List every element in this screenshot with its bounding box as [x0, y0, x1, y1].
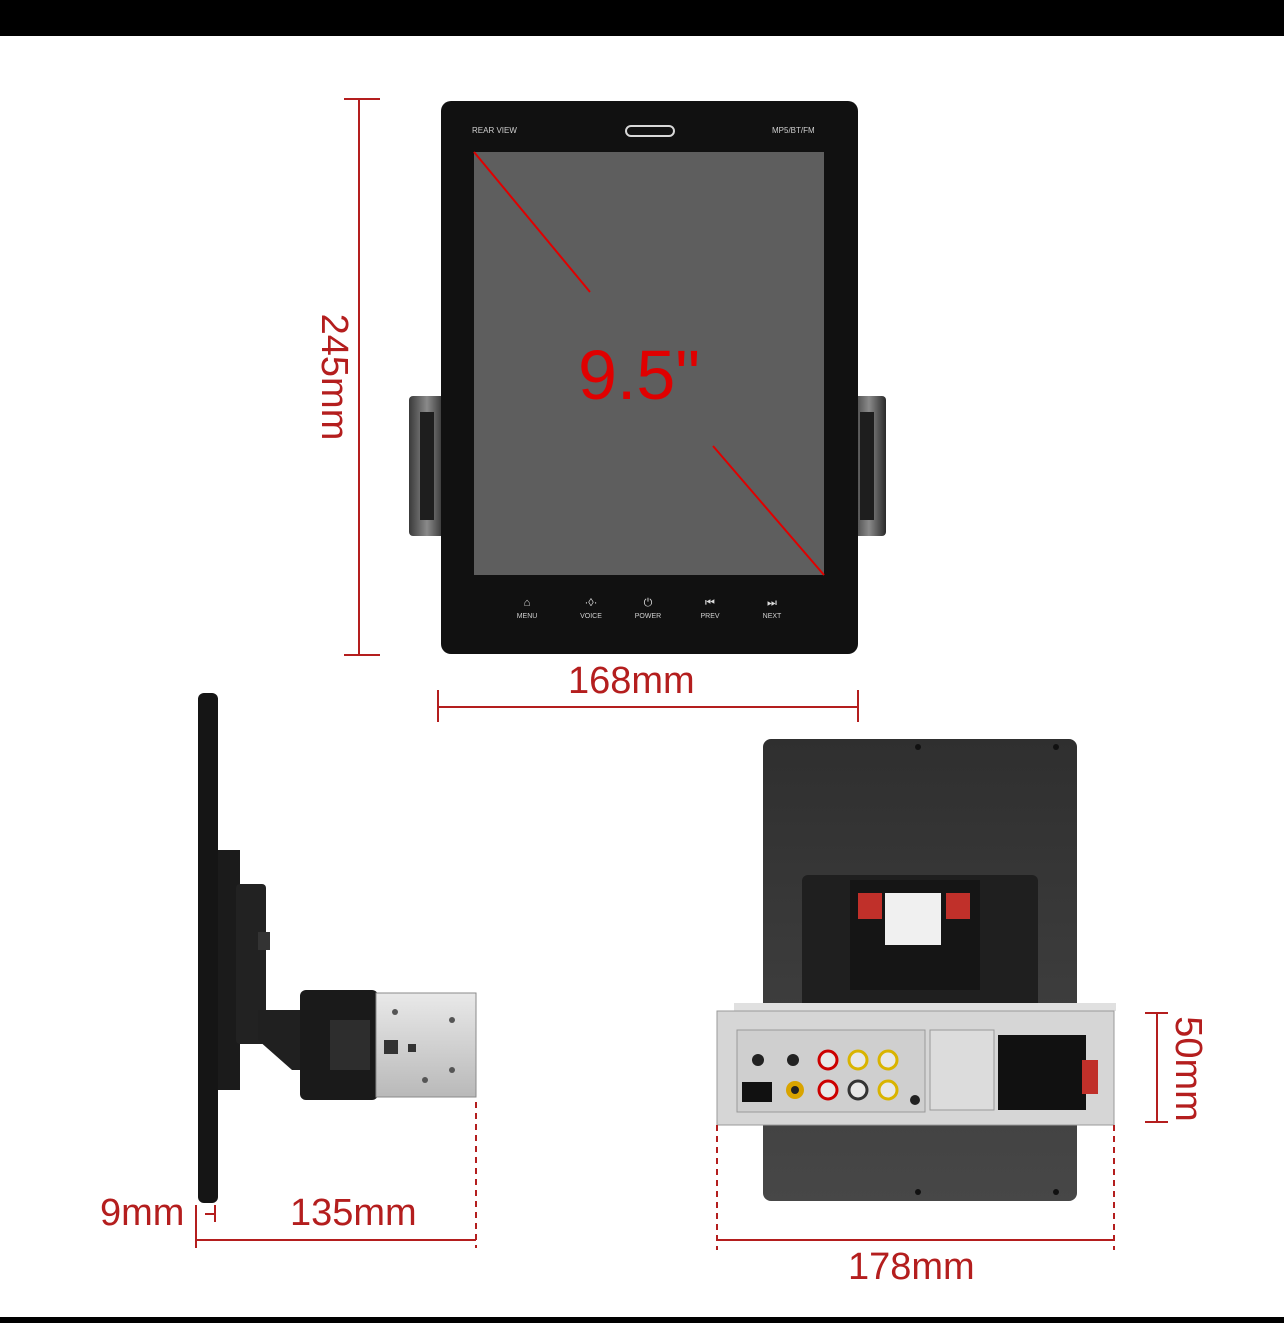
menu-button-label: MENU — [516, 613, 538, 620]
usb-port — [742, 1082, 772, 1102]
front-view — [409, 101, 886, 654]
height-dimension-label: 245mm — [313, 313, 355, 441]
side-panel — [198, 693, 218, 1203]
voice-button-label: VOICE — [580, 613, 602, 620]
previous-icon[interactable]: ⏮ — [705, 597, 715, 609]
screen-size-label: 9.5" — [578, 336, 701, 414]
chassis-height-dimension-line — [1145, 1012, 1168, 1123]
power-icon[interactable]: ⏻ — [643, 597, 653, 609]
next-button-label: NEXT — [762, 613, 782, 620]
camera-slot — [625, 125, 675, 137]
power-button-label: POWER — [634, 613, 662, 620]
rear-view-label: REAR VIEW — [472, 126, 517, 135]
top-black-bar — [0, 0, 1284, 36]
panel-depth-label: 9mm — [100, 1192, 185, 1234]
diagonal-line-upper — [473, 151, 591, 293]
prev-button-label: PREV — [700, 613, 720, 620]
ribbon-cable — [885, 893, 941, 945]
back-view — [716, 739, 1116, 1201]
width-dimension-label: 168mm — [568, 660, 695, 702]
chassis-width-dimension-line — [716, 1125, 1115, 1250]
home-icon[interactable]: ⌂ — [523, 597, 531, 609]
width-dimension-line — [437, 690, 859, 722]
mode-label: MP5/BT/FM — [772, 126, 815, 135]
bottom-black-bar — [0, 1317, 1284, 1323]
chassis-height-label: 50mm — [1167, 1016, 1209, 1122]
side-view — [198, 693, 477, 1203]
height-dimension-line — [344, 98, 380, 656]
rear-chassis — [734, 1003, 1116, 1011]
iso-connector — [998, 1035, 1086, 1110]
chassis-width-label: 178mm — [848, 1246, 975, 1288]
chassis-depth-label: 135mm — [290, 1192, 417, 1234]
depth-dimension-line — [195, 1102, 477, 1248]
diagonal-line-lower — [712, 445, 825, 576]
next-icon[interactable]: ⏭ — [767, 597, 777, 609]
microphone-icon[interactable]: ·◊· — [584, 597, 598, 609]
